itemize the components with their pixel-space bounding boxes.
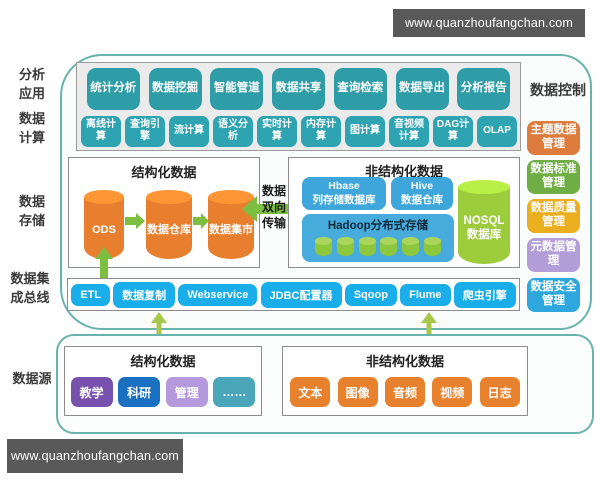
source-item-research: 科研 xyxy=(118,377,161,407)
computing-row: 离线计算 查询引擎 流计算 语义分析 实时计算 内存计算 图计算 音视频计算 D… xyxy=(79,114,518,148)
analysis-app-row: 统计分析 数据挖掘 智能管道 数据共享 查询检索 数据导出 分析报告 xyxy=(78,66,519,112)
unstructured-source-row: 文本 图像 音频 视频 日志 xyxy=(283,377,527,407)
compute-box-offline: 离线计算 xyxy=(81,115,121,147)
unstructured-storage-title: 非结构化数据 xyxy=(364,164,443,179)
unstructured-source-box: 非结构化数据 文本 图像 音频 视频 日志 xyxy=(282,346,528,416)
hive-name: Hive xyxy=(410,180,434,193)
hbase-desc: 列存储数据库 xyxy=(312,193,376,206)
structured-source-title: 结构化数据 xyxy=(130,354,196,369)
bus-item-data-replication: 数据复制 xyxy=(113,281,176,308)
hadoop-title: Hadoop分布式存储 xyxy=(327,220,429,232)
app-box-statistical-analysis: 统计分析 xyxy=(86,68,140,110)
hbase-name: Hbase xyxy=(328,180,360,193)
nosql-cylinder: NOSQL 数据库 xyxy=(458,187,510,264)
hdfs-cylinder xyxy=(380,237,398,256)
control-item-data-standard: 数据标准管理 xyxy=(527,160,580,194)
app-box-data-mining: 数据挖掘 xyxy=(148,68,202,110)
control-column-title: 数据控制 xyxy=(530,82,586,98)
control-item-subject-data: 主题数据管理 xyxy=(527,121,580,155)
nosql-desc: 数据库 xyxy=(466,228,502,241)
bus-item-flume: Flume xyxy=(400,283,451,306)
bus-item-webservice: Webservice xyxy=(178,283,258,306)
nosql-name: NOSQL xyxy=(463,215,505,228)
structured-source-row: 教学 科研 管理 …… xyxy=(65,377,261,407)
bus-item-jdbc: JDBC配置器 xyxy=(260,281,342,308)
compute-box-dag: DAG计算 xyxy=(433,115,473,147)
layer-label-computing: 数据计算 xyxy=(18,111,45,145)
layer-label-bus: 数据集成总线 xyxy=(10,271,50,305)
hadoop-box: Hadoop分布式存储 xyxy=(302,214,454,262)
compute-box-query-engine: 查询引擎 xyxy=(125,115,165,147)
structured-storage-title: 结构化数据 xyxy=(131,165,197,180)
compute-box-realtime: 实时计算 xyxy=(257,115,297,147)
app-box-analysis-report: 分析报告 xyxy=(457,68,511,110)
compute-box-graph: 图计算 xyxy=(345,115,385,147)
hdfs-cylinder xyxy=(358,237,376,256)
double-arrow-icon xyxy=(242,196,306,222)
hdfs-cylinder xyxy=(336,237,354,256)
control-item-metadata: 元数据管理 xyxy=(527,238,580,272)
compute-box-semantic: 语义分析 xyxy=(213,115,253,147)
hdfs-cylinder xyxy=(424,237,442,256)
compute-box-stream: 流计算 xyxy=(169,115,209,147)
source-item-video: 视频 xyxy=(432,377,473,407)
data-mart-cylinder: 数据集市 xyxy=(208,197,254,259)
unstructured-source-title: 非结构化数据 xyxy=(365,354,444,369)
data-warehouse-cylinder: 数据仓库 xyxy=(146,197,192,259)
source-item-audio: 音频 xyxy=(384,377,425,407)
source-item-log: 日志 xyxy=(479,377,520,407)
app-box-query-retrieval: 查询检索 xyxy=(333,68,387,110)
arrow-right-icon xyxy=(125,213,145,229)
control-item-data-security: 数据安全管理 xyxy=(527,278,580,312)
hive-box: Hive 数据仓库 xyxy=(391,177,453,210)
app-box-data-sharing: 数据共享 xyxy=(272,68,325,110)
compute-box-audio-video: 音视频计算 xyxy=(389,115,429,147)
bus-item-crawler: 爬虫引擎 xyxy=(453,281,516,308)
source-item-image: 图像 xyxy=(337,377,378,407)
hdfs-cylinder-row xyxy=(302,233,454,256)
bus-item-etl: ETL xyxy=(71,283,110,306)
hdfs-cylinder xyxy=(402,237,420,256)
compute-box-inmemory: 内存计算 xyxy=(301,115,341,147)
hive-desc: 数据仓库 xyxy=(401,193,443,206)
source-item-text: 文本 xyxy=(290,377,331,407)
transfer-label: 数据双向传输 xyxy=(261,184,286,231)
structured-source-box: 结构化数据 教学 科研 管理 …… xyxy=(64,346,262,416)
watermark-bottom: www.quanzhoufangchan.com xyxy=(7,439,183,473)
layer-label-analysis: 分析应用 xyxy=(18,67,45,101)
app-box-data-export: 数据导出 xyxy=(395,68,449,110)
watermark-top: www.quanzhoufangchan.com xyxy=(393,9,585,37)
control-item-data-quality: 数据质量管理 xyxy=(527,199,580,233)
arrow-up-icon xyxy=(95,247,113,280)
source-item-management: 管理 xyxy=(165,377,208,407)
layer-label-storage: 数据存储 xyxy=(18,194,45,228)
hbase-box: Hbase 列存储数据库 xyxy=(302,177,386,210)
arrow-up-icon xyxy=(151,312,167,348)
arrow-up-icon xyxy=(421,312,437,348)
hdfs-cylinder xyxy=(314,237,332,256)
source-item-teaching: 教学 xyxy=(70,377,113,407)
source-item-ellipsis: …… xyxy=(213,377,256,407)
app-box-intelligent-pipeline: 智能管道 xyxy=(210,68,264,110)
layer-label-source: 数据源 xyxy=(12,371,52,386)
bus-item-sqoop: Sqoop xyxy=(344,283,397,306)
compute-box-olap: OLAP xyxy=(477,115,517,147)
integration-bus-panel: ETL 数据复制 Webservice JDBC配置器 Sqoop Flume … xyxy=(67,278,520,311)
arrow-right-icon xyxy=(193,213,209,229)
